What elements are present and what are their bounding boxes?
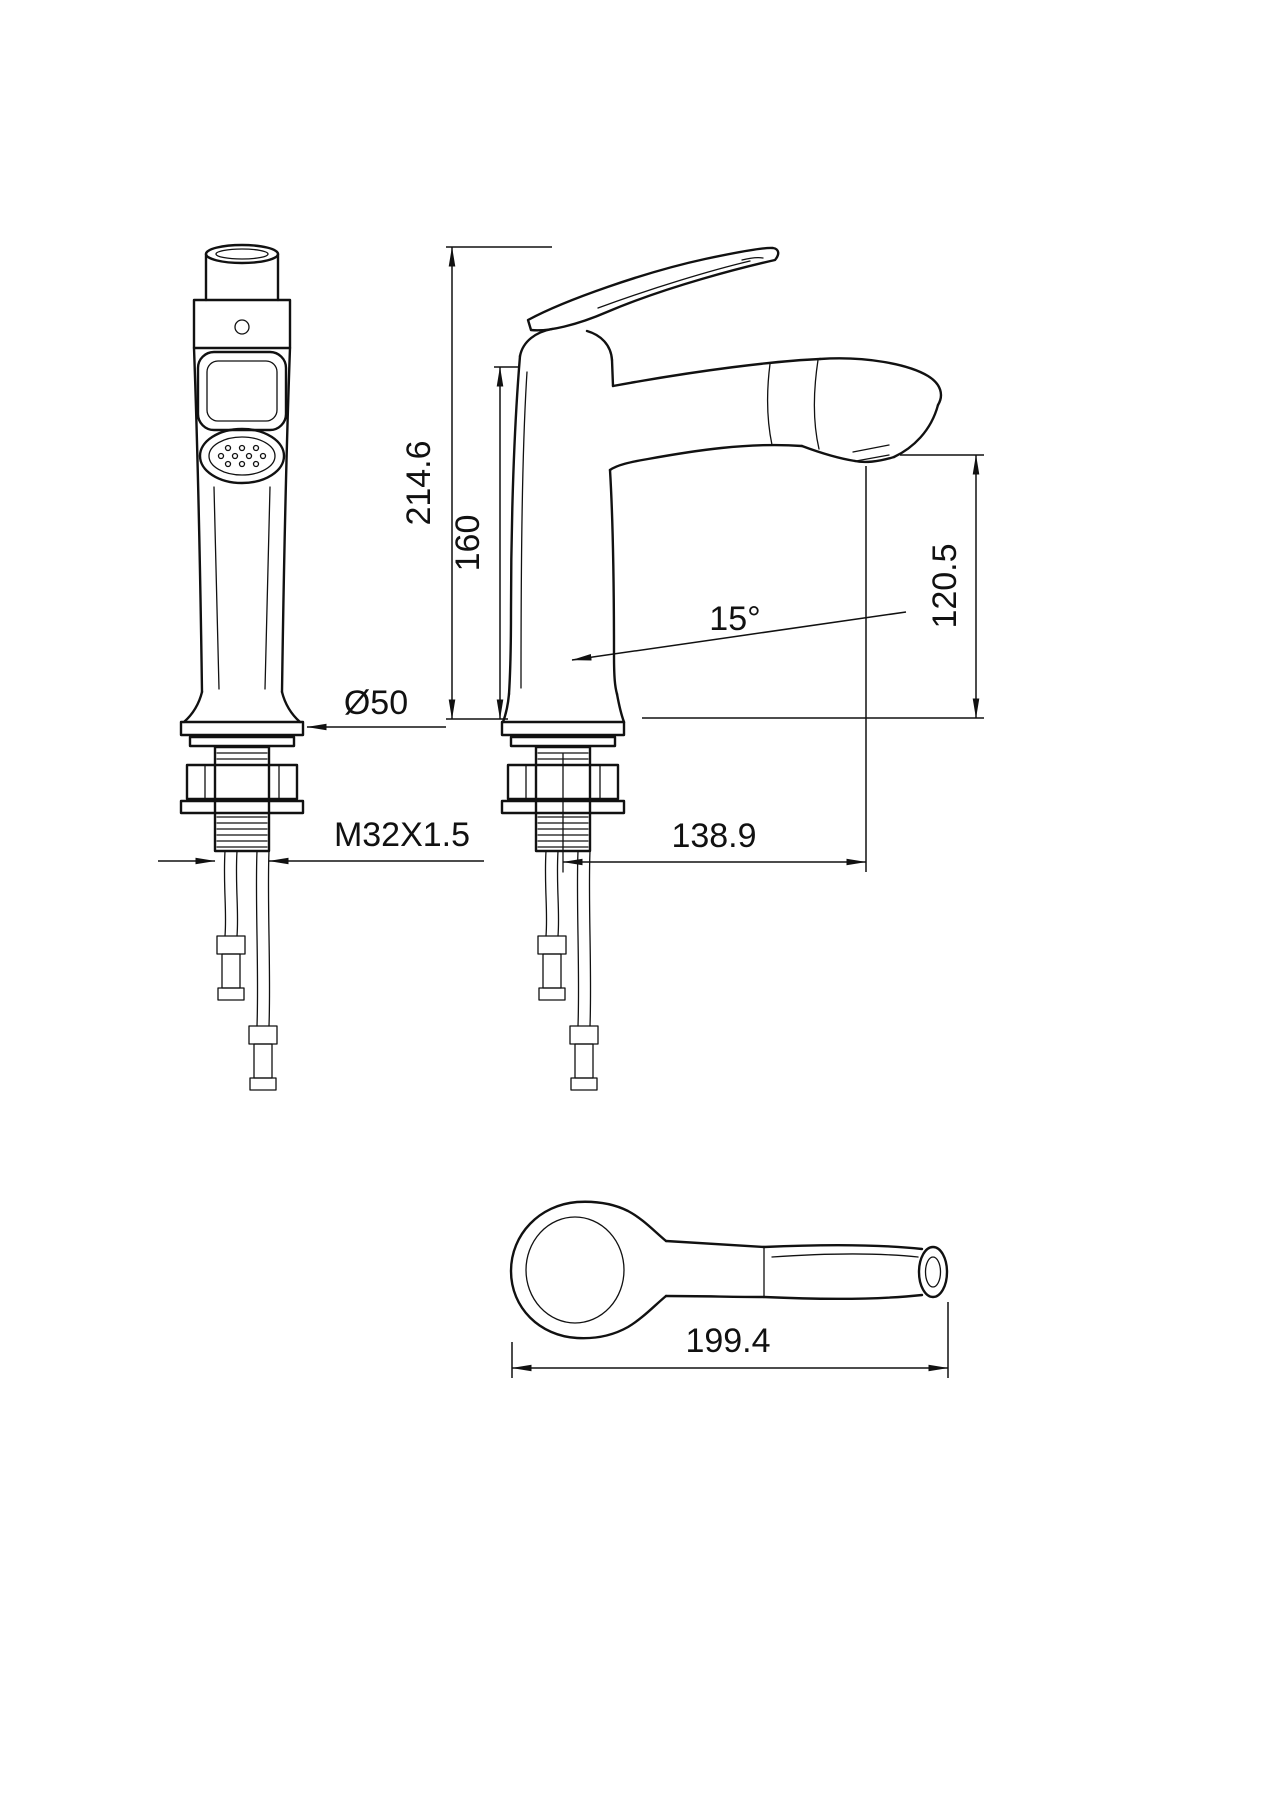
collar-front: [192, 298, 292, 350]
dim-angle-label: 15°: [709, 600, 760, 638]
dim-reach: 138.9: [562, 466, 867, 873]
side-view: [500, 246, 943, 1091]
grip-cylinder: [762, 1244, 924, 1251]
dim-spout-height: 160: [449, 366, 518, 720]
dim-reach-label: 138.9: [671, 817, 756, 855]
aerator-face: [217, 444, 267, 468]
mounting-assembly-front: [179, 720, 305, 853]
grip-end-cap: [917, 1245, 949, 1299]
outlet-detail: [852, 444, 890, 453]
dim-total-height-label: 214.6: [400, 440, 438, 525]
dim-spout-height-label: 160: [449, 515, 487, 572]
dim-thread-spec-label: M32X1.5: [334, 816, 470, 854]
spray-head-side: [608, 357, 943, 472]
dim-outlet-height-label: 120.5: [926, 543, 964, 628]
bottom-view: [509, 1200, 949, 1340]
dim-outlet-height: 120.5: [642, 454, 984, 719]
dim-base-diameter: Ø50: [306, 684, 446, 731]
spray-head-front: [196, 350, 288, 485]
handle-knob-outline: [509, 1200, 668, 1340]
faucet-body-side: [501, 327, 626, 724]
handle-side: [526, 246, 780, 332]
mounting-nut-front: [185, 763, 299, 801]
dim-thread-spec: M32X1.5: [158, 816, 484, 865]
front-view: [179, 243, 305, 1091]
washer-front: [179, 799, 305, 815]
supply-hoses-side: [537, 850, 599, 1091]
dim-total-height: 214.6: [400, 246, 552, 720]
dim-handle-length: 199.4: [511, 1302, 949, 1378]
dim-base-diameter-label: Ø50: [344, 684, 408, 722]
spout-cap-front: [204, 243, 280, 302]
supply-hoses-front: [216, 850, 278, 1091]
faucet-body-front: [182, 346, 302, 724]
dim-angle: 15°: [571, 600, 907, 661]
dim-handle-length-label: 199.4: [685, 1322, 770, 1360]
